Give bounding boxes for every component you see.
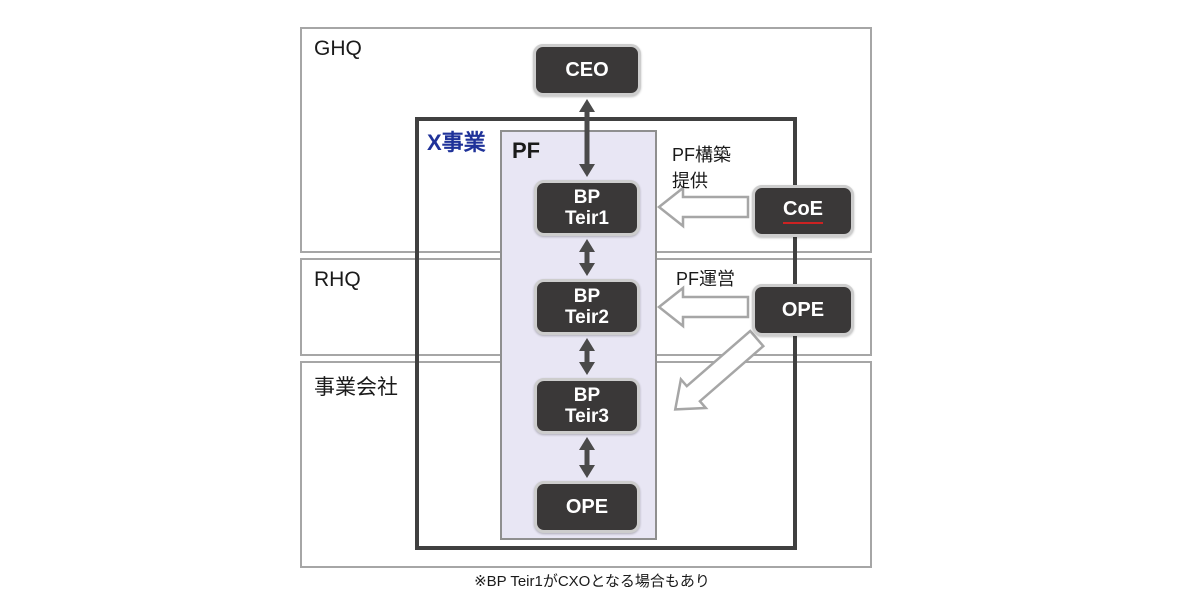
node-ope-right-label: OPE xyxy=(781,298,825,321)
band-ghq-label: GHQ xyxy=(314,37,362,60)
pf-build-annotation: PF構築 提供 xyxy=(672,142,731,194)
pf-build-annotation-line2: 提供 xyxy=(672,171,708,191)
node-bp-teir1: BP Teir1 xyxy=(534,180,640,236)
node-coe-label: CoE xyxy=(783,198,823,224)
band-rhq-label: RHQ xyxy=(314,268,361,291)
pf-label: PF xyxy=(512,138,541,163)
node-bp-teir1-line1: BP xyxy=(573,186,601,208)
pf-operate-annotation: PF運営 xyxy=(676,269,736,289)
node-bp-teir3-line2: Teir3 xyxy=(564,406,609,427)
node-ceo: CEO xyxy=(533,44,641,96)
node-bp-teir3-line1: BP xyxy=(573,384,601,406)
band-operating-company-label: 事業会社 xyxy=(314,376,398,399)
node-bp-teir2-line1: BP xyxy=(573,285,601,307)
node-bp-teir3: BP Teir3 xyxy=(534,378,640,434)
node-ope-bottom: OPE xyxy=(534,481,640,533)
node-ope-bottom-label: OPE xyxy=(565,495,609,518)
node-coe: CoE xyxy=(752,185,854,237)
node-ceo-label: CEO xyxy=(565,58,609,81)
node-ope-right: OPE xyxy=(752,284,854,336)
pf-build-annotation-line1: PF構築 xyxy=(672,145,732,165)
node-bp-teir2-line2: Teir2 xyxy=(564,307,609,328)
node-bp-teir1-line2: Teir1 xyxy=(564,208,609,229)
x-business-label: X事業 xyxy=(427,130,486,155)
footnote: ※BP Teir1がCXOとなる場合もあり xyxy=(474,573,710,590)
node-bp-teir2: BP Teir2 xyxy=(534,279,640,335)
